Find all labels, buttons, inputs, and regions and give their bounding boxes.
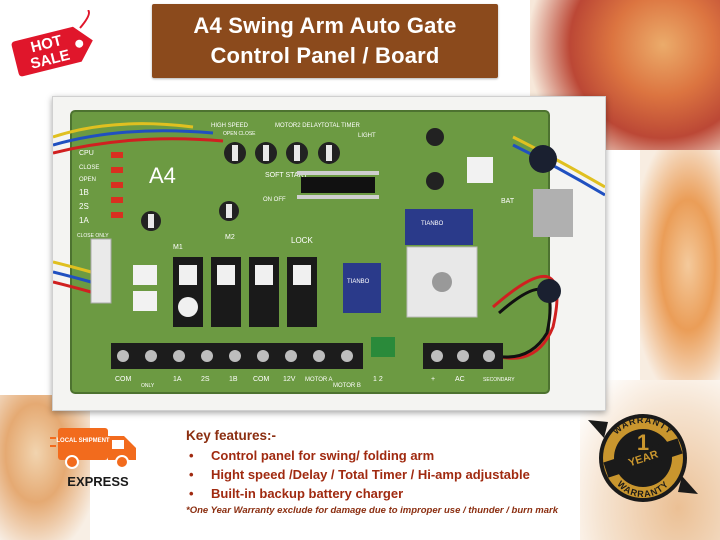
m2-label: M2 [225,234,235,241]
express-top-text: LOCAL SHIPMENT [56,438,110,444]
label-high-speed: HIGH SPEED [211,123,249,129]
terminal-label: MOTOR A [305,377,333,383]
terminal-label: 2S [201,376,210,383]
side-label-close-only: CLOSE ONLY [77,233,109,239]
control-board-photo: CPU CLOSE OPEN 1B 2S 1A CLOSE ONLY HIGH … [52,96,606,411]
relay-brand-middle: TIANBO [347,279,370,285]
label-total-timer: TOTAL TIMER [321,123,360,129]
status-led-column [111,152,123,218]
terminal-label: MOTOR B [333,383,361,389]
warranty-disclaimer: *One Year Warranty exclude for damage du… [186,505,559,516]
side-connector [90,238,112,304]
key-features-heading: Key features:- [186,428,277,443]
learn-button [133,291,157,311]
label-open-close: OPEN CLOSE [223,131,256,137]
label-light: LIGHT [358,133,376,139]
small-terminal-label: 1 2 [373,376,383,383]
feature-text: Built-in backup battery charger [211,486,404,501]
warranty-seal-icon: WARRANTY WARRANTY YEAR 1 [588,414,698,502]
feature-item: • Control panel for swing/ folding arm [186,446,616,465]
feature-text: Hight speed /Delay / Total Timer / Hi-am… [211,467,530,482]
heatsink [533,189,573,237]
side-label-close: CLOSE [79,165,99,171]
page-title-line1: A4 Swing Arm Auto Gate [193,13,457,38]
key-features: Key features:- • Control panel for swing… [186,428,616,516]
relay-top [405,209,473,245]
side-label-cpu: CPU [79,150,94,157]
bullet-icon: • [189,448,194,463]
m1-label: M1 [173,244,183,251]
potentiometer-row [141,128,444,231]
terminal-block [111,337,503,369]
feature-text: Control panel for swing/ folding arm [211,448,435,463]
relay-brand-top: TIANBO [421,221,444,227]
relay-middle [343,263,381,313]
right-terminal-label: SECONDARY [483,377,515,383]
side-label-2s: 2S [79,202,89,211]
right-terminal-label: AC [455,376,465,383]
delivery-truck-icon [50,428,136,469]
express-label: EXPRESS [67,474,129,489]
page-title-line2: Control Panel / Board [210,43,440,68]
soft-start-label: SOFT START [265,172,309,179]
fuse-block [467,157,493,183]
right-terminal-label: + [431,376,435,383]
autumn-leaves-decoration [640,150,720,380]
microcontroller-chip [301,177,375,193]
capacitor [529,145,557,173]
express-shipping-badge: LOCAL SHIPMENT EXPRESS [50,428,136,489]
bullet-icon: • [189,486,194,501]
warranty-number: 1 [637,430,649,455]
lock-label: LOCK [291,236,313,245]
terminal-label: ONLY [141,383,155,389]
bat-label: BAT [501,198,515,205]
feature-item: • Built-in backup battery charger [186,484,616,503]
hot-sale-tag-icon: HOT SALE [11,10,93,77]
title-banner: A4 Swing Arm Auto Gate Control Panel / B… [152,4,498,78]
terminal-label: COM [115,376,132,383]
label-motor2-delay: MOTOR2 DELAY [275,123,321,129]
board-model-label: A4 [149,163,176,188]
feature-item: • Hight speed /Delay / Total Timer / Hi-… [186,465,616,484]
learn-button [133,265,157,285]
on-off-label: ON OFF [263,197,286,203]
terminal-label: COM [253,376,270,383]
terminal-label: 12V [283,376,296,383]
terminal-label: 1A [173,376,182,383]
bullet-icon: • [189,467,194,482]
terminal-label: 1B [229,376,238,383]
side-label-1a: 1A [79,216,89,225]
motor-relays [173,257,317,327]
side-label-open: OPEN [79,177,96,183]
side-label-1b: 1B [79,188,89,197]
